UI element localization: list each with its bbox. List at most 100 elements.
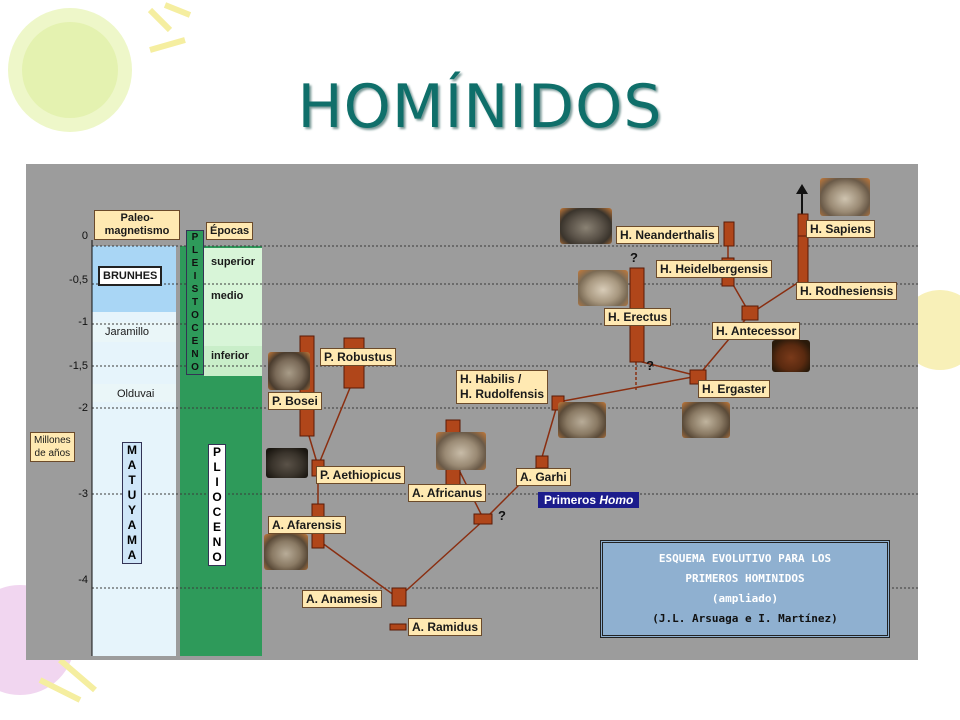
- species-label-p-aethiopicus: P. Aethiopicus: [316, 466, 406, 484]
- vertical-letter: M: [127, 443, 137, 457]
- legend-line1: ESQUEMA EVOLUTIVO PARA LOS: [658, 552, 832, 565]
- vertical-letter: S: [191, 284, 199, 295]
- vertical-letter: A: [127, 458, 137, 472]
- vertical-letter: E: [191, 258, 199, 269]
- vertical-letter: L: [191, 245, 199, 256]
- vertical-letter: C: [191, 323, 199, 334]
- vertical-letter: N: [212, 535, 222, 549]
- vertical-letter: O: [212, 490, 222, 504]
- vertical-letter: T: [191, 297, 199, 308]
- y-tick-label: -1: [78, 316, 88, 328]
- paleo-header-line2: magnetismo: [104, 225, 170, 237]
- y-tick-label: -2: [78, 402, 88, 414]
- jaramillo-label: Jaramillo: [105, 326, 150, 338]
- olduvai-band: [92, 384, 176, 402]
- streamer-shape: [38, 657, 97, 703]
- page-title: HOMÍNIDOS: [297, 72, 663, 142]
- diagram-canvas: [91, 184, 918, 656]
- skull-icon: [820, 178, 870, 216]
- primeros-italic: Homo: [599, 493, 634, 507]
- species-label-a-afarensis: A. Afarensis: [268, 516, 346, 534]
- skull-icon: [558, 402, 606, 438]
- species-label-h-heidelbergensis: H. Heidelbergensis: [656, 260, 773, 278]
- species-label-h-erectus: H. Erectus: [604, 308, 672, 326]
- question-mark: ?: [630, 250, 638, 265]
- legend-line4: (J.L. Arsuaga e I. Martínez): [652, 612, 838, 625]
- primeros-homo-label: Primeros Homo: [538, 492, 640, 508]
- species-label-a-garhi: A. Garhi: [516, 468, 571, 486]
- vertical-letter: O: [191, 310, 199, 321]
- species-label-h-antecessor: H. Antecessor: [712, 322, 801, 340]
- arrow-head: [796, 184, 808, 194]
- species-label-h-neanderthalis: H. Neanderthalis: [616, 226, 719, 244]
- skull-icon: [436, 432, 486, 470]
- question-mark: ?: [498, 508, 506, 523]
- y-axis-label-line2: de años: [34, 448, 71, 459]
- habilis-line2: H. Rudolfensis: [460, 387, 545, 401]
- species-label-a-africanus: A. Africanus: [408, 484, 487, 502]
- vertical-letter: T: [128, 473, 136, 487]
- legend-line3: (ampliado): [711, 592, 779, 605]
- jaramillo-band: [92, 322, 176, 342]
- species-label-h-habilis: H. Habilis / H. Rudolfensis: [456, 370, 549, 404]
- medio-band: [204, 314, 262, 346]
- y-tick-label: 0: [81, 230, 88, 242]
- species-label-h-rodhesiensis: H. Rodhesiensis: [796, 282, 898, 300]
- superior-band: [204, 248, 262, 314]
- y-tick-label: -1,5: [69, 360, 88, 372]
- habilis-line1: H. Habilis /: [460, 372, 522, 386]
- legend-line2: PRIMEROS HOMINIDOS: [685, 572, 805, 585]
- species-label-a-ramidus: A. Ramidus: [408, 618, 483, 636]
- streamer-shape: [147, 2, 192, 53]
- skull-icon: [268, 352, 310, 390]
- vertical-letter: U: [127, 488, 137, 502]
- primeros-text: Primeros: [544, 493, 600, 507]
- inferior-band: [204, 346, 262, 376]
- vertical-letter: Y: [127, 503, 136, 517]
- skull-icon: [682, 402, 730, 438]
- y-tick-label: -0,5: [69, 274, 88, 286]
- brunhes-label: BRUNHES: [98, 266, 163, 286]
- species-label-p-bosei: P. Bosei: [268, 392, 322, 410]
- species-label-p-robustus: P. Robustus: [320, 348, 397, 366]
- diagram-legend: ESQUEMA EVOLUTIVO PARA LOS PRIMEROS HOMI…: [600, 540, 890, 638]
- skull-icon: [772, 340, 810, 372]
- vertical-letter: N: [191, 349, 199, 360]
- skull-icon: [560, 208, 612, 244]
- paleo-header-line1: Paleo-: [120, 212, 154, 224]
- y-axis-label-line1: Millones: [34, 435, 71, 446]
- evolution-diagram: 0 -0,5 -1 -1,5 -2 -3 -4 Millones de años…: [26, 164, 918, 660]
- vertical-letter: E: [191, 336, 199, 347]
- paleomagnetism-header: Paleo- magnetismo: [94, 210, 180, 240]
- vertical-letter: A: [127, 548, 137, 562]
- skull-icon: [264, 534, 308, 570]
- vertical-letter: E: [212, 520, 221, 534]
- vertical-letter: A: [127, 518, 137, 532]
- olduvai-label: Olduvai: [117, 388, 155, 400]
- vertical-letter: O: [212, 550, 222, 564]
- y-tick-label: -3: [78, 488, 88, 500]
- superior-label: superior: [211, 256, 256, 268]
- medio-label: medio: [211, 290, 244, 302]
- gridlines: [92, 245, 918, 589]
- epochs-header: Épocas: [206, 222, 254, 240]
- y-axis-label: Millones de años: [30, 432, 75, 462]
- species-label-a-anamesis: A. Anamesis: [302, 590, 382, 608]
- species-label-h-ergaster: H. Ergaster: [698, 380, 771, 398]
- vertical-letter: P: [212, 445, 221, 459]
- vertical-letter: L: [213, 460, 221, 474]
- vertical-letter: O: [191, 362, 199, 373]
- question-mark: ?: [646, 358, 654, 373]
- vertical-letter: P: [191, 232, 199, 243]
- y-tick-label: -4: [78, 574, 88, 586]
- skull-icon: [266, 448, 308, 478]
- species-label-h-sapiens: H. Sapiens: [806, 220, 876, 238]
- skull-icon: [578, 270, 628, 306]
- vertical-letter: M: [127, 533, 137, 547]
- vertical-letter: I: [193, 271, 197, 282]
- inferior-label: inferior: [211, 350, 249, 362]
- balloon-shape: [22, 22, 118, 118]
